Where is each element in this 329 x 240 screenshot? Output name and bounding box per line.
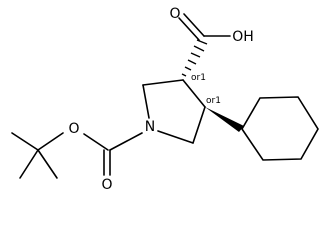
cyclohexane-bonds [241,96,319,161]
nitrogen-label: N [145,119,155,135]
hydroxyl-label: OH [232,29,254,45]
chemical-structure: O OH N O O or1 or1 [11,6,319,193]
ester-oxygen-label: O [68,121,79,137]
cyclohexane-ring [241,96,319,161]
acid-co-bond-2 [178,17,200,41]
ring-bond-c4-c3 [182,79,206,108]
ester-o-tbu-bond [37,132,64,151]
n-carbonyl-bond [109,132,143,151]
tbu-methyl-1 [11,132,39,151]
stereo-label-c3: or1 [191,73,206,83]
ring-bond-c5-c4 [192,106,206,144]
boc-carbonyl-oxygen-label: O [101,177,112,193]
carbonyl-ester-o-bond [83,133,109,151]
stereo-label-c4: or1 [206,96,221,106]
acid-co-bond-1 [183,13,205,37]
tbu-methyl-2 [19,149,39,179]
ring-bond-c3-c2 [142,79,184,86]
acid-carbonyl-oxygen-label: O [169,6,180,22]
boc-group [11,132,143,179]
carboxylic-acid-group [178,13,231,41]
bold-wedge-c4 [205,107,244,132]
tbu-methyl-3 [37,149,58,179]
ring-bond-c2-n [142,84,150,119]
hashed-wedge-c3 [181,39,208,77]
pyrrolidine-ring [142,79,206,144]
ring-bond-n-c5 [157,130,194,144]
